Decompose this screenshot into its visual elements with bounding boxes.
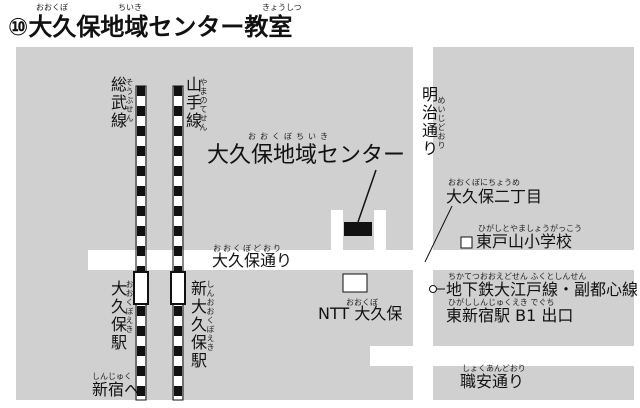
to-shinjuku-ruby: しんじゅく <box>92 372 132 381</box>
title-ruby-3: きょうしつ <box>262 3 302 12</box>
ntt-label: NTT 大久保 <box>318 304 403 323</box>
subway-exit-ruby: ひがししんじゅくえき でぐち <box>448 298 555 307</box>
shin-okubo-station-marker <box>170 271 186 305</box>
center-ruby: おおくぼちいき <box>248 132 332 141</box>
shin-okubo-station-ruby: しんおおくぼえき <box>206 280 215 352</box>
sobu-ruby: そうぶせん <box>125 78 134 123</box>
sobu-line-track <box>135 85 147 401</box>
meiji-dori-label: 明治通り <box>419 86 438 158</box>
shokuan-dori-road <box>370 346 634 366</box>
to-shinjuku-label: 新宿へ <box>92 380 141 399</box>
sobu-line-label: 総武線 <box>108 76 127 130</box>
subway-exit-marker <box>429 285 437 293</box>
title-ruby-1: おおくぼ <box>36 3 68 12</box>
center-label: 大久保地域センター <box>207 143 406 168</box>
okubo-dori-ruby: おおくぼどおり <box>213 244 283 253</box>
map-background <box>16 47 634 400</box>
subway-line-ruby: ちかてつおおえどせん ふくとしんせん <box>448 272 587 281</box>
side-road-right <box>374 210 386 252</box>
ntt-ruby: おおくぼ <box>346 298 378 307</box>
center-pointer <box>357 169 377 223</box>
shokuan-dori-label: 職安通り <box>460 372 525 391</box>
itchome-pointer <box>424 205 453 263</box>
okubo-dori-label: 大久保通り <box>212 251 293 270</box>
itchome-ruby: おおくぼにちょうめ <box>448 178 520 187</box>
subway-exit-label: 東新宿駅 B1 出口 <box>446 306 574 325</box>
yamanote-line-track <box>172 85 184 401</box>
side-road-left <box>331 210 343 252</box>
okubo-dori-road <box>88 250 634 270</box>
yamanote-line-label: 山手線 <box>183 76 202 130</box>
subway-line-label: 地下鉄大江戸線・副都心線 <box>446 280 639 299</box>
itchome-label: 大久保二丁目 <box>446 187 543 206</box>
page-title: ⑩大久保地域センター教室 <box>8 13 293 41</box>
okubo-station-label: 大久保駅 <box>108 280 127 352</box>
okubo-station-marker <box>133 271 149 305</box>
title-ruby-2: ちいき <box>118 3 142 12</box>
shokuan-dori-ruby: しょくあんどおり <box>462 364 526 373</box>
meiji-dori-road <box>413 47 433 400</box>
yamanote-ruby: やまのてせん <box>199 78 208 132</box>
ntt-building <box>342 273 368 293</box>
meiji-dori-ruby: めいじどおり <box>437 96 446 150</box>
okubo-station-ruby: おおくぼえき <box>125 280 134 334</box>
center-building <box>344 222 372 236</box>
shin-okubo-station-label: 新大久保駅 <box>188 280 207 370</box>
school-ruby: ひがしとやましょうがっこう <box>478 224 582 233</box>
school-building <box>460 236 473 249</box>
school-label: 東戸山小学校 <box>476 232 573 251</box>
